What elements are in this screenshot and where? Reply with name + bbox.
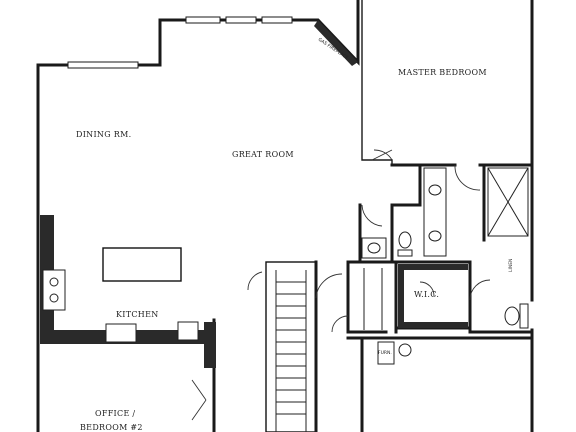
room-label-great-room: GREAT ROOM — [232, 150, 294, 159]
room-label-wic: W.I.C. — [414, 290, 439, 299]
kitchen-counters — [40, 215, 216, 368]
room-label-bedroom-2: BEDROOM #2 — [80, 423, 143, 432]
room-label-office: OFFICE / — [95, 409, 135, 418]
kitchen-island — [102, 247, 182, 282]
staircase — [265, 261, 317, 432]
windows — [67, 16, 293, 69]
fireplace: GAS FIREPLACE — [314, 20, 358, 66]
closet-shelving — [363, 264, 468, 330]
room-label-master-bedroom: MASTER BEDROOM — [398, 68, 487, 77]
bath-fixtures — [361, 167, 529, 365]
linen-label: LINEN — [508, 259, 514, 272]
doors — [191, 149, 491, 421]
furnace-label: FURN. — [378, 350, 392, 356]
room-label-dining: DINING RM. — [76, 130, 131, 139]
room-label-kitchen: KITCHEN — [116, 310, 159, 319]
